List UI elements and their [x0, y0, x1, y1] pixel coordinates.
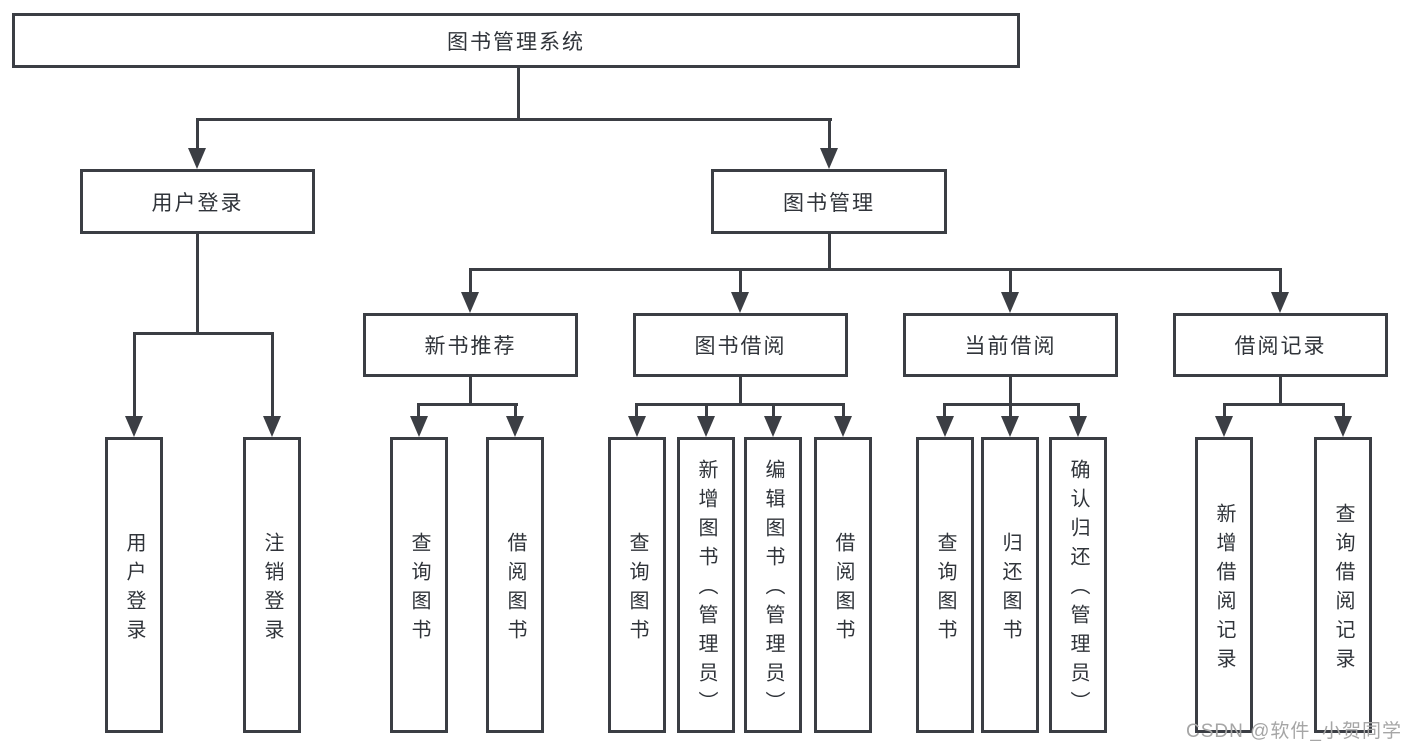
leaf-query-books-recommend: 查询图书	[390, 437, 448, 733]
leaf-query-books-current: 查询图书	[916, 437, 974, 733]
connector-shaft	[469, 268, 472, 295]
connector-shaft	[271, 332, 274, 417]
connector-split	[1223, 403, 1344, 406]
arrow-down-icon	[628, 416, 646, 437]
connector-shaft	[417, 403, 420, 418]
connector-mgmt-split	[469, 268, 1282, 271]
connector-shaft	[705, 403, 708, 418]
node-book-management: 图书管理	[711, 169, 947, 234]
connector-mgmt-stem	[828, 234, 831, 271]
node-new-book-recommend: 新书推荐	[363, 313, 578, 377]
csdn-watermark: CSDN @软件_小贺同学	[1186, 721, 1402, 742]
arrow-down-icon	[1069, 416, 1087, 437]
arrow-down-icon	[936, 416, 954, 437]
node-library-system: 图书管理系统	[12, 13, 1020, 68]
arrow-down-icon	[1271, 292, 1289, 313]
connector-shaft-login	[196, 118, 199, 150]
connector-shaft-mgmt	[828, 118, 831, 150]
arrow-down-icon	[731, 292, 749, 313]
arrow-down-icon	[1001, 292, 1019, 313]
connector-shaft	[1342, 403, 1345, 418]
arrow-down-icon	[506, 416, 524, 437]
leaf-borrow-books-recommend: 借阅图书	[486, 437, 544, 733]
leaf-query-borrow-record: 查询借阅记录	[1314, 437, 1372, 733]
connector-shaft	[739, 268, 742, 295]
arrow-down-icon	[820, 148, 838, 169]
leaf-confirm-return-admin: 确认归还（管理员）	[1049, 437, 1107, 733]
connector-shaft	[1223, 403, 1226, 418]
connector-shaft	[1077, 403, 1080, 418]
arrow-down-icon	[1215, 416, 1233, 437]
connector-root-stem	[517, 68, 520, 120]
connector-login-stem	[196, 234, 199, 335]
connector-shaft	[772, 403, 775, 418]
node-current-borrow: 当前借阅	[903, 313, 1118, 377]
connector-stem	[1279, 377, 1282, 406]
leaf-return-books: 归还图书	[981, 437, 1039, 733]
connector-shaft	[635, 403, 638, 418]
arrow-down-icon	[125, 416, 143, 437]
arrow-down-icon	[764, 416, 782, 437]
leaf-borrow-books: 借阅图书	[814, 437, 872, 733]
connector-shaft	[1009, 403, 1012, 418]
arrow-down-icon	[188, 148, 206, 169]
connector-split	[417, 403, 518, 406]
arrow-down-icon	[410, 416, 428, 437]
leaf-add-books-admin: 新增图书（管理员）	[677, 437, 735, 733]
leaf-add-borrow-record: 新增借阅记录	[1195, 437, 1253, 733]
leaf-user-login: 用户登录	[105, 437, 163, 733]
arrow-down-icon	[697, 416, 715, 437]
connector-stem	[469, 377, 472, 406]
arrow-down-icon	[1334, 416, 1352, 437]
connector-stem	[739, 377, 742, 406]
leaf-query-books-borrow: 查询图书	[608, 437, 666, 733]
arrow-down-icon	[461, 292, 479, 313]
node-user-login: 用户登录	[80, 169, 315, 234]
leaf-edit-books-admin: 编辑图书（管理员）	[744, 437, 802, 733]
connector-shaft	[842, 403, 845, 418]
connector-split	[635, 403, 845, 406]
arrow-down-icon	[1001, 416, 1019, 437]
arrow-down-icon	[834, 416, 852, 437]
connector-shaft	[1009, 268, 1012, 295]
leaf-logout: 注销登录	[243, 437, 301, 733]
connector-stem	[1009, 377, 1012, 406]
connector-login-split	[133, 332, 274, 335]
node-book-borrow: 图书借阅	[633, 313, 848, 377]
connector-shaft	[1279, 268, 1282, 295]
arrow-down-icon	[263, 416, 281, 437]
connector-shaft	[133, 332, 136, 417]
node-borrow-records: 借阅记录	[1173, 313, 1388, 377]
connector-shaft	[943, 403, 946, 418]
connector-shaft	[514, 403, 517, 418]
connector-root-split	[196, 118, 832, 121]
